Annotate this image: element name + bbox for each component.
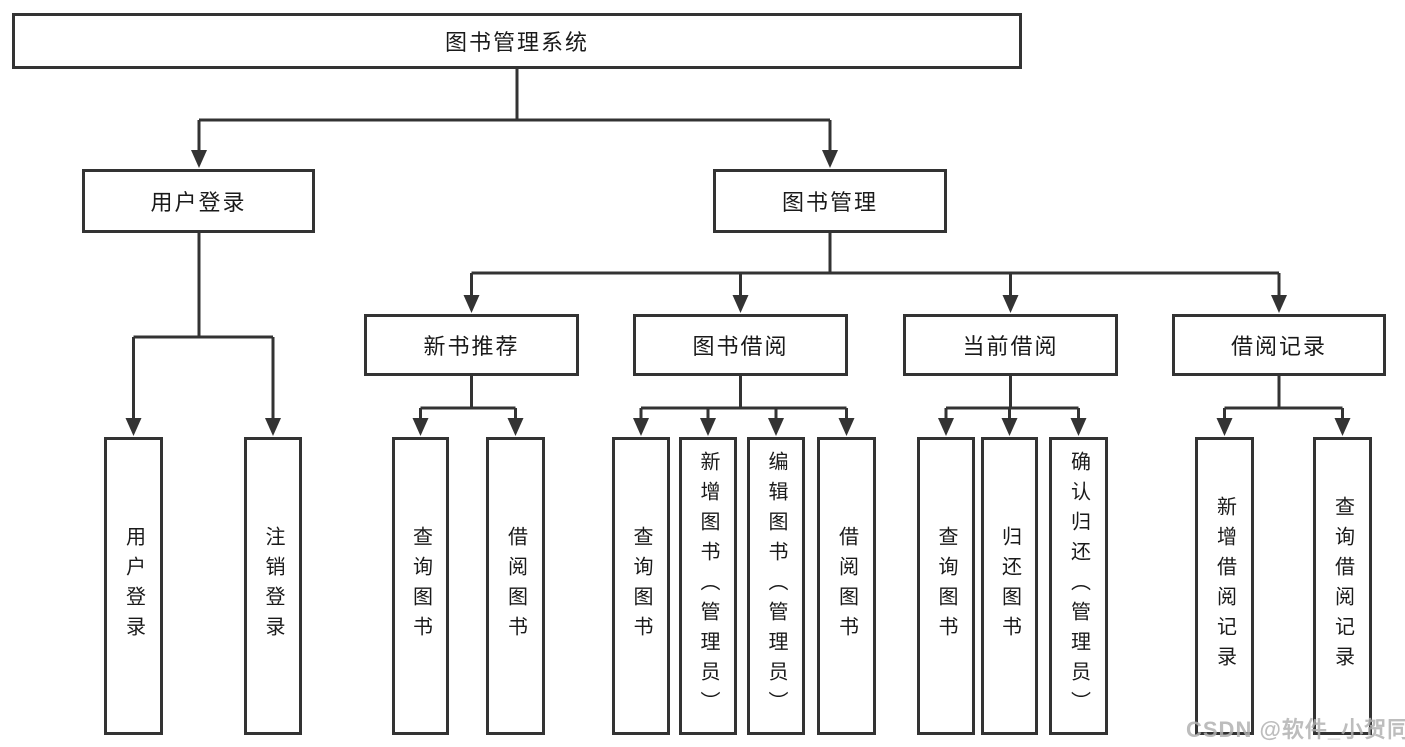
leaf-nb-query-books-label: 查询图书 <box>409 526 432 646</box>
leaf-rec-add-record: 新增借阅记录 <box>1195 437 1254 735</box>
leaf-bw-borrow-books-label: 借阅图书 <box>835 526 858 646</box>
leaf-nb-query-books: 查询图书 <box>392 437 449 735</box>
leaf-cur-confirm-return-admin-label: 确认归还（管理员） <box>1067 451 1090 721</box>
leaf-bw-add-books-admin: 新增图书（管理员） <box>679 437 737 735</box>
leaf-bw-query-books-label: 查询图书 <box>630 526 652 646</box>
node-book-borrow: 图书借阅 <box>633 314 848 376</box>
leaf-nb-borrow-books-label: 借阅图书 <box>504 526 527 646</box>
leaf-cur-query-books-label: 查询图书 <box>935 526 957 646</box>
node-book-management: 图书管理 <box>713 169 947 233</box>
leaf-rec-query-record-label: 查询借阅记录 <box>1331 496 1354 676</box>
leaf-bw-edit-books-admin: 编辑图书（管理员） <box>747 437 805 735</box>
leaf-rec-query-record: 查询借阅记录 <box>1313 437 1372 735</box>
node-root-label: 图书管理系统 <box>444 30 589 55</box>
csdn-watermark: CSDN @软件_小贺同学 <box>1186 717 1405 742</box>
node-user-login-label: 用户登录 <box>150 190 247 215</box>
node-book-borrow-label: 图书借阅 <box>692 334 789 359</box>
leaf-user-login: 用户登录 <box>104 437 163 735</box>
node-current-borrow: 当前借阅 <box>903 314 1118 376</box>
leaf-bw-borrow-books: 借阅图书 <box>817 437 876 735</box>
leaf-logout-label: 注销登录 <box>262 526 284 646</box>
leaf-bw-add-books-admin-label: 新增图书（管理员） <box>697 451 719 721</box>
node-new-book-recommend-label: 新书推荐 <box>423 334 520 359</box>
node-root: 图书管理系统 <box>12 13 1022 69</box>
node-new-book-recommend: 新书推荐 <box>364 314 579 376</box>
leaf-nb-borrow-books: 借阅图书 <box>486 437 545 735</box>
leaf-cur-return-books-label: 归还图书 <box>998 526 1021 646</box>
node-user-login: 用户登录 <box>82 169 315 233</box>
leaf-bw-edit-books-admin-label: 编辑图书（管理员） <box>765 451 787 721</box>
connector-paths <box>132 68 1344 420</box>
leaf-cur-return-books: 归还图书 <box>981 437 1038 735</box>
leaf-cur-query-books: 查询图书 <box>917 437 975 735</box>
node-current-borrow-label: 当前借阅 <box>962 334 1059 359</box>
leaf-cur-confirm-return-admin: 确认归还（管理员） <box>1049 437 1108 735</box>
node-book-management-label: 图书管理 <box>781 190 878 215</box>
leaf-bw-query-books: 查询图书 <box>612 437 670 735</box>
node-borrow-records-label: 借阅记录 <box>1230 334 1327 359</box>
leaf-rec-add-record-label: 新增借阅记录 <box>1213 496 1236 676</box>
leaf-user-login-label: 用户登录 <box>122 526 145 646</box>
leaf-logout: 注销登录 <box>244 437 302 735</box>
arrowheads <box>125 150 1351 436</box>
node-borrow-records: 借阅记录 <box>1172 314 1386 376</box>
